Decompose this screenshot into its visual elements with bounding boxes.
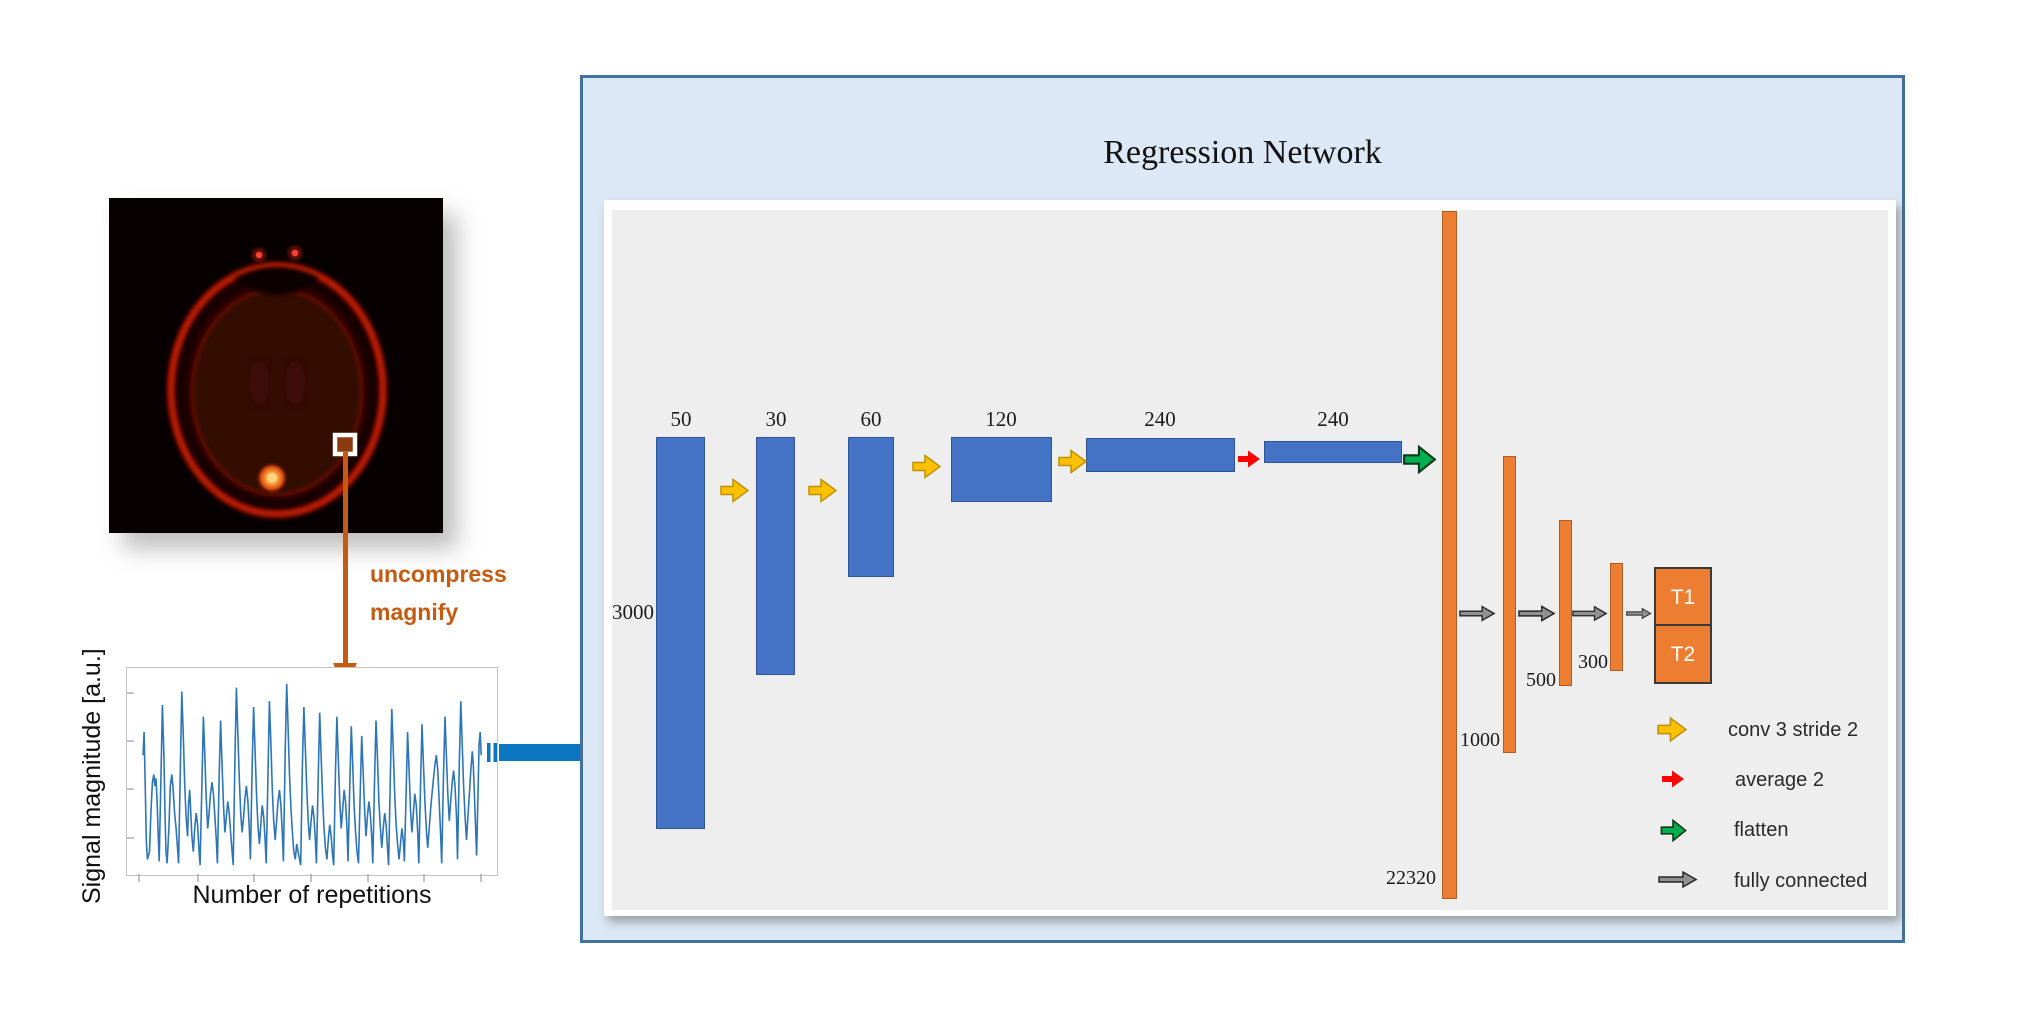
conv-bar-label: 60 <box>860 407 882 431</box>
legend-flatten-arrow-icon <box>1660 818 1687 843</box>
brain-mri-image <box>109 198 443 533</box>
legend-label-average: average 2 <box>1735 769 1824 791</box>
conv-bar-30 <box>756 437 795 675</box>
fc-bar-1000 <box>1503 456 1516 753</box>
conv-bar-50 <box>656 437 705 829</box>
conv-arrow-icon <box>1058 449 1088 474</box>
legend-conv-arrow-icon <box>1657 716 1688 743</box>
brain-mri-art <box>109 198 443 533</box>
signal-trace <box>142 683 482 866</box>
conv-bar-label: 120 <box>985 407 1017 431</box>
uncompress-arrow-line <box>343 452 348 665</box>
conv-arrow-icon <box>912 454 942 479</box>
conv-arrow-icon <box>720 478 750 503</box>
signal-plot-ylabel: Signal magnitude [a.u.] <box>78 648 106 904</box>
legend-fully-connected-arrow-icon <box>1658 870 1698 889</box>
conv-bar-label: 240 <box>1317 407 1349 431</box>
legend-label-flatten: flatten <box>1734 819 1789 841</box>
output-box-t2: T2 <box>1654 624 1712 684</box>
signal-plot-xlabel: Number of repetitions <box>192 881 432 909</box>
conv-bar-label: 240 <box>1144 407 1176 431</box>
network-diagram-area <box>612 210 1888 910</box>
conv-bar-label: 50 <box>670 407 692 431</box>
input-length-label: 3000 <box>612 600 654 624</box>
average-arrow-icon <box>1238 450 1260 468</box>
conv-arrow-icon <box>808 478 838 503</box>
fully-connected-arrow-icon <box>1459 605 1496 622</box>
legend-label-conv: conv 3 stride 2 <box>1728 719 1859 741</box>
fc-bar-label: 500 <box>1526 669 1556 691</box>
axis-ticks <box>127 692 482 882</box>
conv-bar-label: 30 <box>765 407 787 431</box>
fc-bar-label: 1000 <box>1460 729 1500 751</box>
legend-average-arrow-icon <box>1662 770 1684 788</box>
flatten-arrow-icon <box>1403 444 1437 475</box>
magnify-label: magnify <box>370 599 459 625</box>
conv-bar-120 <box>951 437 1052 502</box>
conv-bar-60 <box>848 437 894 577</box>
conv-bar-240a <box>1086 438 1235 472</box>
fc-bar-22320 <box>1442 211 1457 899</box>
fc-bar-500 <box>1559 520 1572 686</box>
signal-plot <box>126 667 498 882</box>
signal-plot-canvas <box>127 683 482 882</box>
fully-connected-arrow-icon <box>1518 605 1556 622</box>
network-title: Regression Network <box>1103 134 1382 171</box>
output-box-t1: T1 <box>1654 567 1712 626</box>
fc-bar-label: 300 <box>1578 651 1608 673</box>
uncompress-label: uncompress <box>370 561 507 587</box>
fc-bar-label: 22320 <box>1386 867 1436 889</box>
legend-label-fully-connected: fully connected <box>1734 870 1868 892</box>
fc-bar-300 <box>1610 563 1623 671</box>
conv-bar-240b <box>1264 441 1402 463</box>
fully-connected-arrow-icon <box>1572 605 1608 622</box>
fully-connected-arrow-icon <box>1626 607 1652 620</box>
